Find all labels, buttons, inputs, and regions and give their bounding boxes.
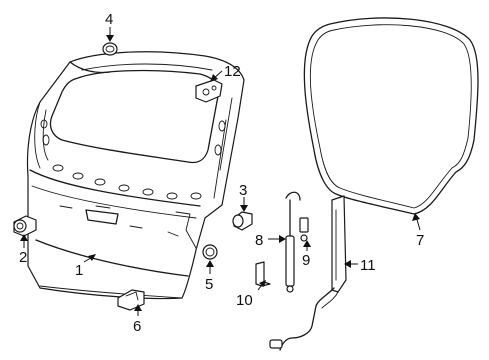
hinge-bracket-part (255, 261, 271, 287)
bumper-stop-part (13, 215, 37, 237)
callout-3: 3 (239, 182, 247, 199)
callout-2: 2 (19, 249, 27, 266)
weatherstrip-part (303, 17, 479, 215)
actuator-part (269, 195, 347, 351)
callout-12: 12 (224, 63, 241, 80)
plug-part (202, 244, 218, 260)
callout-labels: 1 2 3 4 5 6 7 8 9 10 11 12 (19, 11, 424, 335)
callout-1: 1 (75, 262, 83, 279)
bumper-stop-right-part (232, 211, 253, 231)
callout-8: 8 (255, 232, 263, 249)
callout-leaders (20, 27, 421, 316)
callout-9: 9 (302, 252, 310, 269)
liftgate-panel (26, 51, 245, 300)
callout-4: 4 (105, 11, 113, 28)
callout-11: 11 (360, 257, 376, 274)
callout-6: 6 (133, 318, 141, 335)
gas-strut-part (285, 191, 301, 293)
bracket-part (299, 217, 309, 242)
grommet-part (102, 42, 118, 56)
callout-7: 7 (416, 232, 424, 249)
callout-5: 5 (205, 276, 213, 293)
callout-10: 10 (236, 292, 253, 309)
